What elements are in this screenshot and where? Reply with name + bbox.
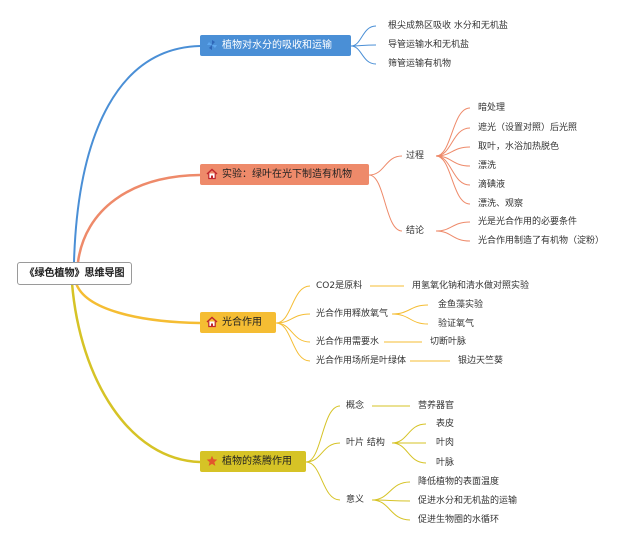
branch-1-connectors — [350, 25, 377, 65]
branch-node-photosynthesis[interactable]: 光合作用 — [200, 312, 276, 333]
leaf-item: 降低植物的表面温度 — [418, 477, 500, 487]
sub-node: 光合作用释放氧气 — [316, 309, 389, 319]
leaf-item: 叶肉 — [436, 438, 455, 448]
branch-4-connectors — [305, 405, 427, 521]
sub-node: 结论 — [406, 226, 425, 236]
leaf-item: 银边天竺葵 — [458, 356, 504, 366]
sub-node: 意义 — [346, 495, 365, 505]
leaf-item: 滴碘液 — [478, 180, 506, 190]
leaf-item: 根尖成熟区吸收 水分和无机盐 — [388, 21, 508, 31]
sub-node: CO2是原料 — [316, 281, 363, 291]
root-branch-3-connector — [74, 282, 201, 325]
branch-label: 光合作用 — [222, 317, 262, 328]
leaf-item: 营养器官 — [418, 401, 455, 411]
branch-label: 植物的蒸腾作用 — [222, 456, 292, 467]
leaf-item: 遮光（设置对照）后光照 — [478, 123, 578, 133]
branch-label: 实验：绿叶在光下制造有机物 — [222, 169, 352, 180]
home-icon — [206, 316, 218, 328]
leaf-item: 切断叶脉 — [430, 337, 467, 347]
leaf-item: 表皮 — [436, 419, 455, 429]
branch-node-experiment[interactable]: 实验：绿叶在光下制造有机物 — [200, 164, 369, 185]
leaf-item: 验证氧气 — [438, 319, 475, 329]
windmill-icon — [207, 40, 217, 50]
leaf-item: 暗处理 — [478, 103, 506, 113]
leaf-item: 导管运输水和无机盐 — [388, 40, 470, 50]
sub-node: 叶片 结构 — [346, 438, 385, 448]
root-node[interactable]: 《绿色植物》思维导图 — [17, 262, 132, 285]
star-icon — [206, 455, 218, 466]
leaf-item: 筛管运输有机物 — [388, 59, 452, 69]
leaf-item: 促进水分和无机盐的运输 — [418, 496, 518, 506]
leaf-item: 漂洗 — [478, 161, 497, 171]
branch-node-transpiration[interactable]: 植物的蒸腾作用 — [200, 451, 306, 472]
leaf-item: 促进生物圈的水循环 — [418, 515, 500, 525]
root-branch-4-connector — [70, 282, 201, 464]
leaf-item: 漂洗、观察 — [478, 199, 524, 209]
leaf-item: 叶脉 — [436, 458, 455, 468]
sub-node: 过程 — [406, 151, 425, 161]
branch-2-connectors — [368, 107, 471, 242]
leaf-item: 用氢氧化钠和清水做对照实验 — [412, 281, 530, 291]
branch-label: 植物对水分的吸收和运输 — [222, 40, 332, 51]
branch-node-water-absorption[interactable]: 植物对水分的吸收和运输 — [200, 35, 351, 56]
leaf-item: 光是光合作用的必要条件 — [478, 217, 578, 227]
leaf-item: 取叶，水浴加热脱色 — [478, 142, 560, 152]
home-icon — [206, 168, 218, 180]
sub-node: 光合作用需要水 — [316, 337, 380, 347]
leaf-item: 金鱼藻实验 — [438, 300, 484, 310]
branch-3-connectors — [275, 285, 450, 362]
leaf-item: 光合作用制造了有机物（淀粉） — [478, 236, 605, 246]
sub-node: 概念 — [346, 401, 365, 411]
sub-node: 光合作用场所是叶绿体 — [316, 356, 407, 366]
root-branch-1-connector — [73, 45, 201, 263]
root-branch-2-connector — [76, 173, 201, 263]
